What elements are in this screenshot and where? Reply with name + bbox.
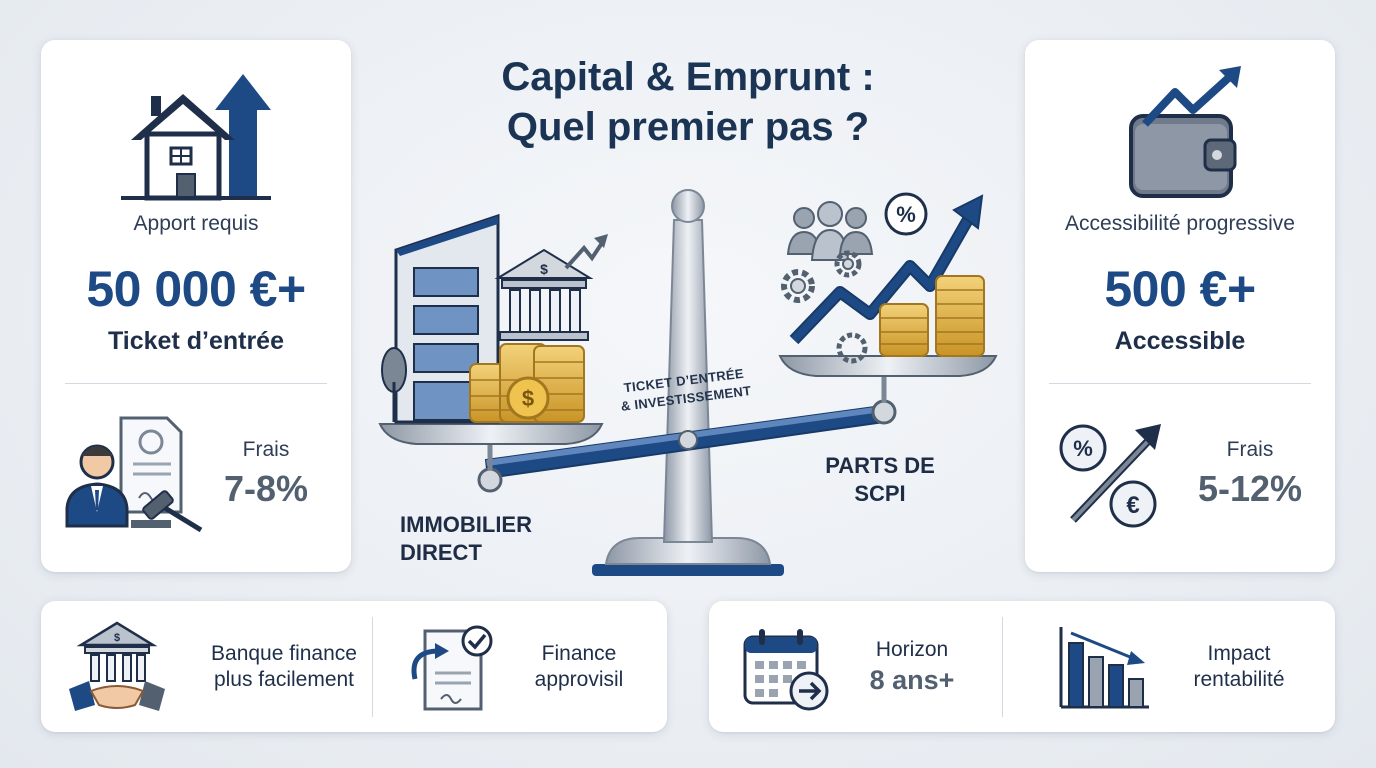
horizon-text: Horizon 8 ans+ <box>869 638 955 695</box>
profitability-impact-text: Impact rentabilité <box>1193 642 1285 691</box>
coin-symbol: $ <box>522 386 534 411</box>
card-divider <box>65 383 327 384</box>
scpi-card: Accessibilité progressive 500 €+ Accessi… <box>1025 40 1335 572</box>
wallet-growth-icon <box>1025 64 1335 204</box>
calendar-arrow-icon <box>739 625 835 720</box>
direct-property-card: Apport requis 50 000 €+ Ticket d’entrée … <box>41 40 351 572</box>
scale-base <box>592 537 784 576</box>
document-check-icon <box>405 621 505 718</box>
scale-column <box>662 189 714 543</box>
title-line-2: Quel premier pas ? <box>506 105 870 149</box>
card-divider <box>1049 383 1311 384</box>
svg-text:€: € <box>1126 492 1139 519</box>
house-arrow-icon <box>41 62 351 202</box>
fees-value: 7-8% <box>223 468 309 509</box>
bank-handshake-icon: $ <box>67 619 167 720</box>
entry-ticket-value: 50 000 €+ <box>86 261 306 317</box>
separator <box>1002 617 1003 717</box>
direct-property-label: IMMOBILIER DIRECT <box>400 512 532 565</box>
fees-label: Frais <box>1226 438 1274 461</box>
left-pan: $ $ <box>378 213 608 445</box>
gold-coin-stacks: $ <box>469 343 585 423</box>
svg-text:%: % <box>1073 436 1093 461</box>
bank-finance-text: Banque finance plus facilement <box>211 642 357 691</box>
title-line-1: Capital & Emprunt : <box>501 55 875 99</box>
bank-symbol: $ <box>540 261 548 277</box>
page-title: Capital & Emprunt : Quel premier pas ? <box>380 52 996 152</box>
percent-symbol: % <box>896 202 916 227</box>
finance-approval-text: Finance approvisil <box>534 642 624 691</box>
entry-ticket-caption: Ticket d’entrée <box>107 327 284 355</box>
scpi-entry-value: 500 €+ <box>1104 261 1256 317</box>
progressive-access-label: Accessibilité progressive <box>1065 212 1295 235</box>
scale-beam <box>477 376 897 493</box>
fees-label: Frais <box>242 438 290 461</box>
percent-badge-icon: % <box>884 192 928 236</box>
declining-bars-icon <box>1055 625 1151 718</box>
financing-card: $ Banque finance plus facilement Finance <box>41 601 667 732</box>
horizon-card: Horizon 8 ans+ Impact rentabilité <box>709 601 1335 732</box>
right-pan: % <box>778 192 998 377</box>
separator <box>372 617 373 717</box>
investors-group-icon <box>786 201 874 261</box>
gear-icon <box>781 250 868 364</box>
scpi-entry-caption: Accessible <box>1114 327 1246 355</box>
coin-stacks-right <box>879 275 985 357</box>
percent-euro-icon: % € <box>1055 412 1185 537</box>
fees-value: 5-12% <box>1197 468 1303 509</box>
growth-arrow-icon <box>789 194 984 345</box>
svg-text:$: $ <box>114 632 120 644</box>
required-down-payment-label: Apport requis <box>133 212 259 235</box>
bank-building-icon: $ <box>494 234 608 341</box>
balance-scale-illustration: $ $ <box>370 150 1010 595</box>
scpi-shares-label: PARTS DE SCPI <box>825 453 935 506</box>
notary-gavel-icon <box>61 412 211 537</box>
